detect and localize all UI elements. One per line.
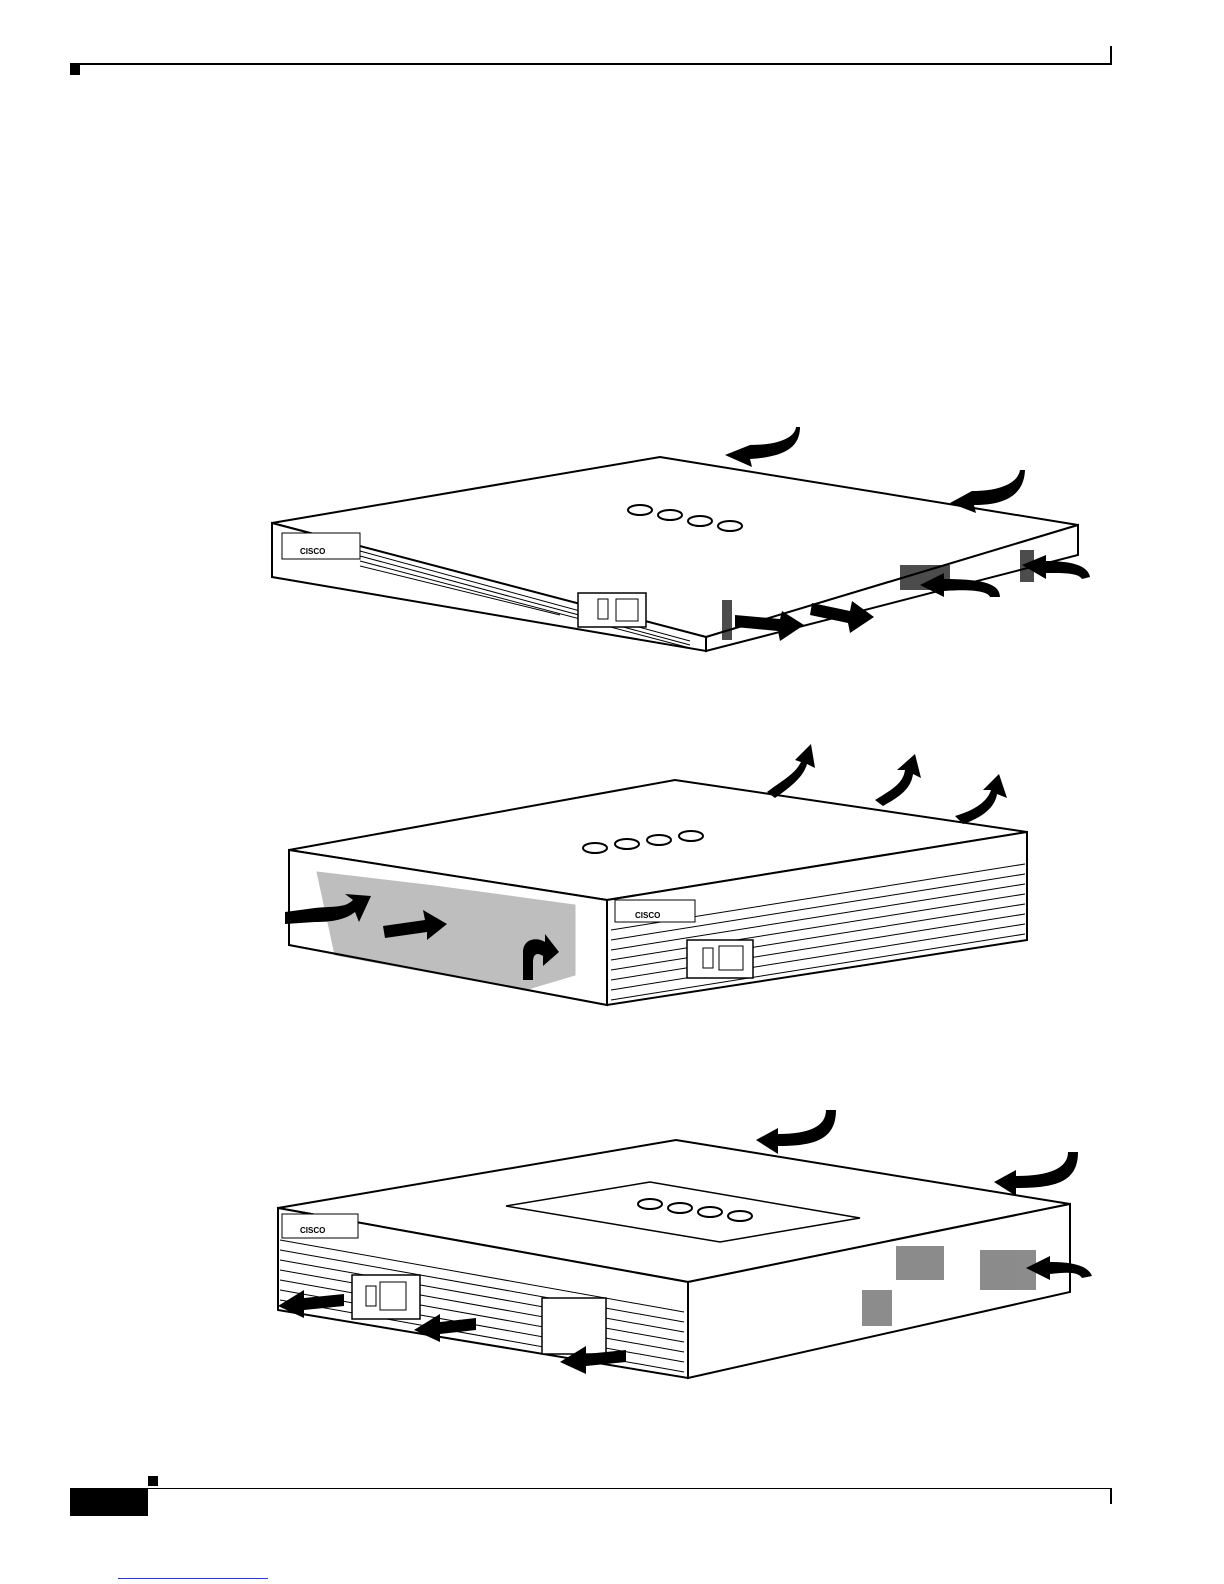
footer-square <box>148 1476 158 1486</box>
header-left-square <box>70 65 80 75</box>
header-rule <box>70 63 1112 65</box>
console-module-3 <box>542 1298 606 1354</box>
router-figure-1: CISCO <box>260 415 1100 660</box>
logo-text-3: CISCO <box>300 1226 325 1235</box>
footer-right-tick <box>1110 1488 1112 1504</box>
footer-link-underline[interactable] <box>118 1578 268 1579</box>
power-module-1 <box>578 593 646 627</box>
router-figure-2: CISCO <box>275 740 1035 1010</box>
footer-page-tab <box>70 1488 148 1516</box>
logo-text-2: CISCO <box>635 911 660 920</box>
router-figure-3: CISCO <box>270 1100 1100 1385</box>
footer-rule <box>148 1488 1112 1489</box>
header-right-tick <box>1110 46 1112 65</box>
logo-text-1: CISCO <box>300 547 325 556</box>
